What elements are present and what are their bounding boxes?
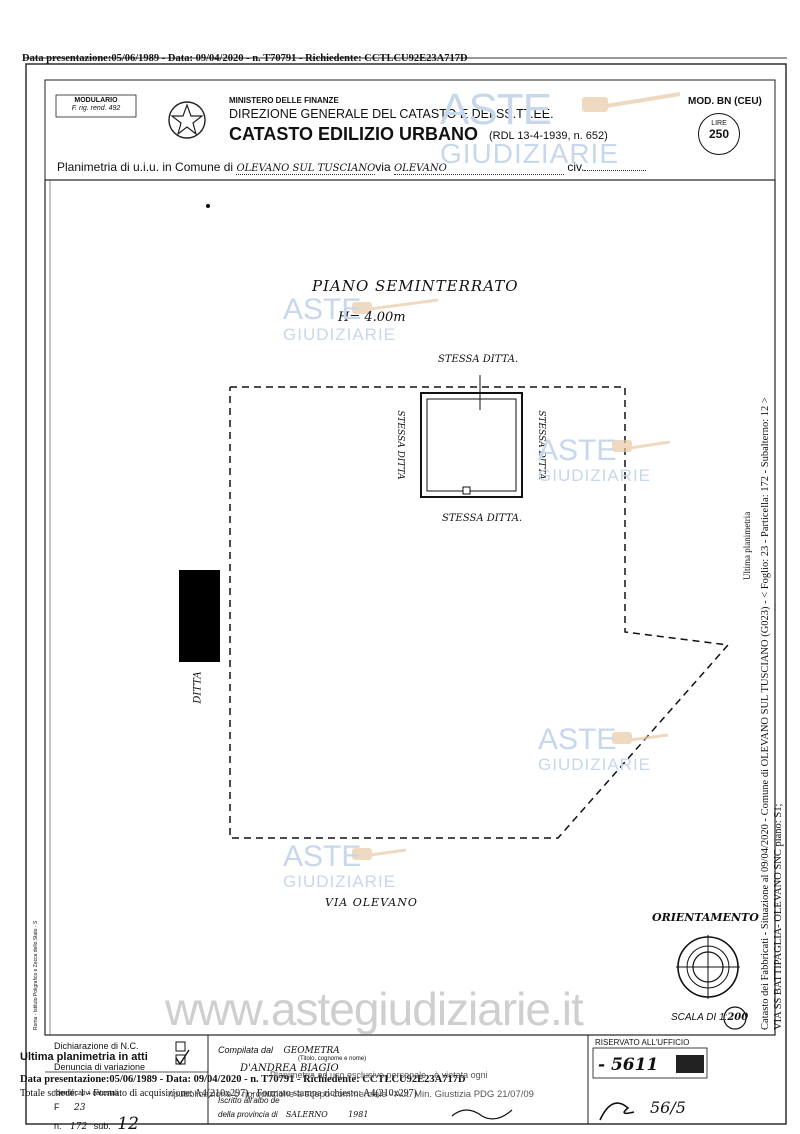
top-neighbor-label: STESSA DITTA. <box>438 354 519 365</box>
inner-room <box>420 392 523 498</box>
modulario-label: MODULARIO F. rig. rend. 492 <box>71 97 121 112</box>
watermark-group-1: ASTE GIUDIZIARIE <box>283 293 397 345</box>
watermark-group-4: ASTE GIUDIZIARIE <box>283 840 397 892</box>
catasto-title: CATASTO EDILIZIO URBANO <box>229 124 478 144</box>
denuncia-label: Denuncia di variazione <box>54 1062 146 1072</box>
street-label: VIA OLEVANO <box>325 896 418 909</box>
printer-note: Roma - Istituto Poligrafico e Zecca dell… <box>33 920 39 1030</box>
height-label: H= 4.00m <box>338 310 406 325</box>
checkbox-icon <box>175 1041 186 1052</box>
dichiarazione-label: Dichiarazione di N.C. <box>54 1041 139 1051</box>
mod-label: MOD. BN (CEU) <box>688 96 762 107</box>
compilata-field: Compilata dal GEOMETRA <box>218 1045 340 1056</box>
modulario-box <box>55 94 137 118</box>
side-text-line1: Catasto dei Fabbricati - Situazione al 0… <box>760 397 771 1030</box>
publication-notice: ripubblicazione o riproduzione a scopo c… <box>168 1089 534 1100</box>
bottom-neighbor-label: STESSA DITTA. <box>442 513 523 524</box>
titolo-note: (Titolo, cognome e nome) <box>298 1056 367 1062</box>
surveyor-name: D'ANDREA BIAGIO <box>240 1063 339 1074</box>
ministry-label: MINISTERO DELLE FINANZE <box>229 96 339 105</box>
compass-icon <box>676 935 740 999</box>
foglio-field: F 23 <box>54 1102 86 1113</box>
ultima-planimetria: Ultima planimetria in atti <box>20 1051 148 1063</box>
identificativi-label: Identificativi catastali <box>54 1090 119 1097</box>
scale-label: SCALA DI 1:200 <box>671 1012 749 1023</box>
watermark-site: www.astegiudiziarie.it <box>165 983 584 1035</box>
watermark-group-2: ASTE GIUDIZIARIE <box>538 434 652 486</box>
particella-field: n. 172 sub. 12 <box>54 1114 139 1134</box>
left-inner-label: STESSA DITTA <box>395 410 405 480</box>
presentation-line-top: Data presentazione:05/06/1989 - Data: 09… <box>22 53 468 64</box>
left-outer-label: DITTA <box>192 671 204 704</box>
provincia-field: della provincia di SALERNO 1981 <box>218 1110 369 1119</box>
ufficio-number: - 5611 <box>598 1055 659 1075</box>
orientation-label: ORIENTAMENTO <box>652 911 759 924</box>
side-text-line2: VIA SS BATTIPAGLIA- OLEVANO SNC piano: S… <box>773 803 784 1030</box>
emblem-icon <box>168 101 206 139</box>
watermark-sub-header: GIUDIZIARIE <box>440 138 620 169</box>
property-outline <box>229 386 730 839</box>
side-text-small: Ultima planimetria in atti <box>742 510 752 580</box>
lire-stamp: LIRE 250 <box>698 113 740 155</box>
law-ref: (RDL 13-4-1939, n. 652) <box>489 130 608 142</box>
planimetria-line: Planimetria di u.i.u. in Comune di OLEVA… <box>57 160 647 175</box>
sheet-frame <box>25 63 787 1125</box>
dot-mark <box>206 204 210 208</box>
watermark-brand-header: ASTE <box>440 85 552 134</box>
fraction-mark: 56/5 <box>650 1098 686 1117</box>
watermark-group-3: ASTE GIUDIZIARIE <box>538 723 652 775</box>
riservato-label: RISERVATO ALL'UFFICIO <box>595 1038 690 1047</box>
redaction-block <box>179 570 220 662</box>
iscritto-label: Iscritto all'albo de <box>218 1096 280 1105</box>
floor-title: PIANO SEMINTERRATO <box>312 277 519 295</box>
copy-notice: Planimetria ad uso esclusivo personale -… <box>270 1070 488 1080</box>
gavel-icon <box>582 92 681 112</box>
directorate-label: DIREZIONE GENERALE DEL CATASTO E DEI SS.… <box>229 107 554 121</box>
presentation-line-bottom: Data presentazione:05/06/1989 - Data: 09… <box>20 1074 466 1085</box>
totale-schede: Totale schede: 1 - Formato di acquisizio… <box>20 1088 417 1099</box>
